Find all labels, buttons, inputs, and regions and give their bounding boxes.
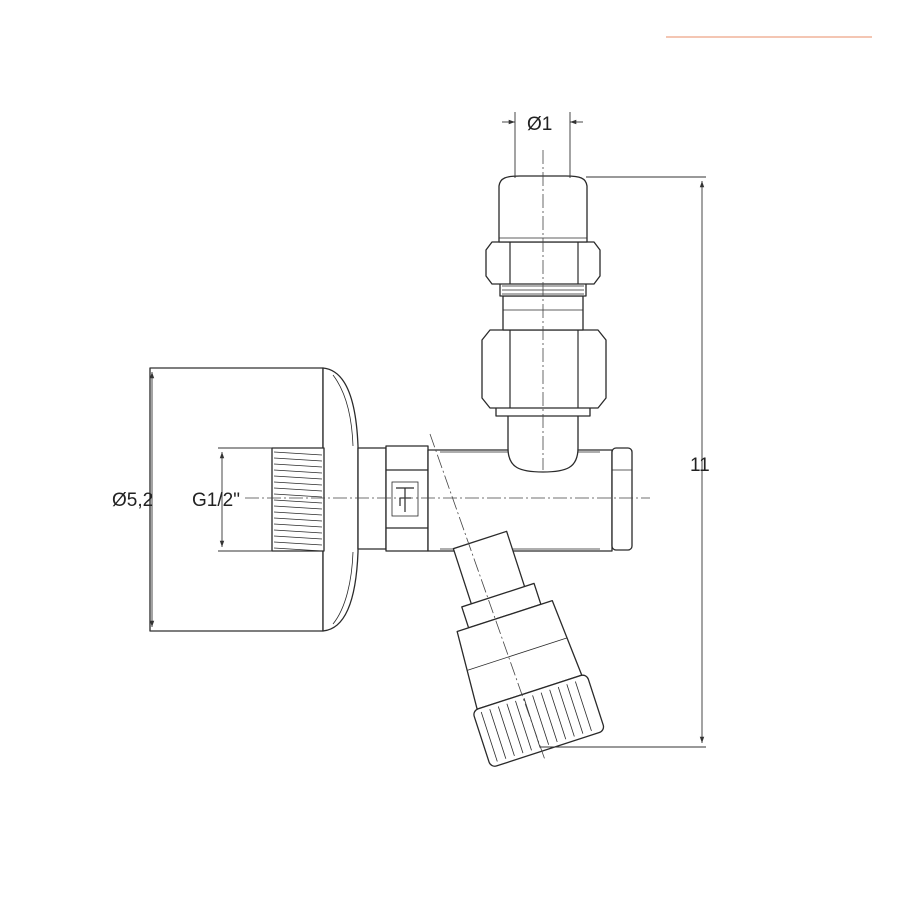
threaded-nipple bbox=[271, 447, 325, 552]
outer-diameter-label: Ø5,2 bbox=[112, 490, 153, 511]
height-label: 11 bbox=[690, 455, 710, 476]
pipe-diameter-label: Ø1 bbox=[527, 114, 552, 135]
dimension-height bbox=[540, 176, 706, 748]
wall-rosette bbox=[149, 367, 359, 632]
dimension-outer-diameter bbox=[149, 367, 320, 632]
brand-logo-icon bbox=[391, 481, 419, 517]
center-lines bbox=[245, 150, 650, 761]
thread-label: G1/2" bbox=[192, 490, 240, 511]
dimension-thread bbox=[218, 447, 272, 552]
upper-stem bbox=[481, 175, 607, 473]
angled-outlet bbox=[452, 530, 605, 767]
dimension-pipe-diameter bbox=[502, 112, 583, 178]
